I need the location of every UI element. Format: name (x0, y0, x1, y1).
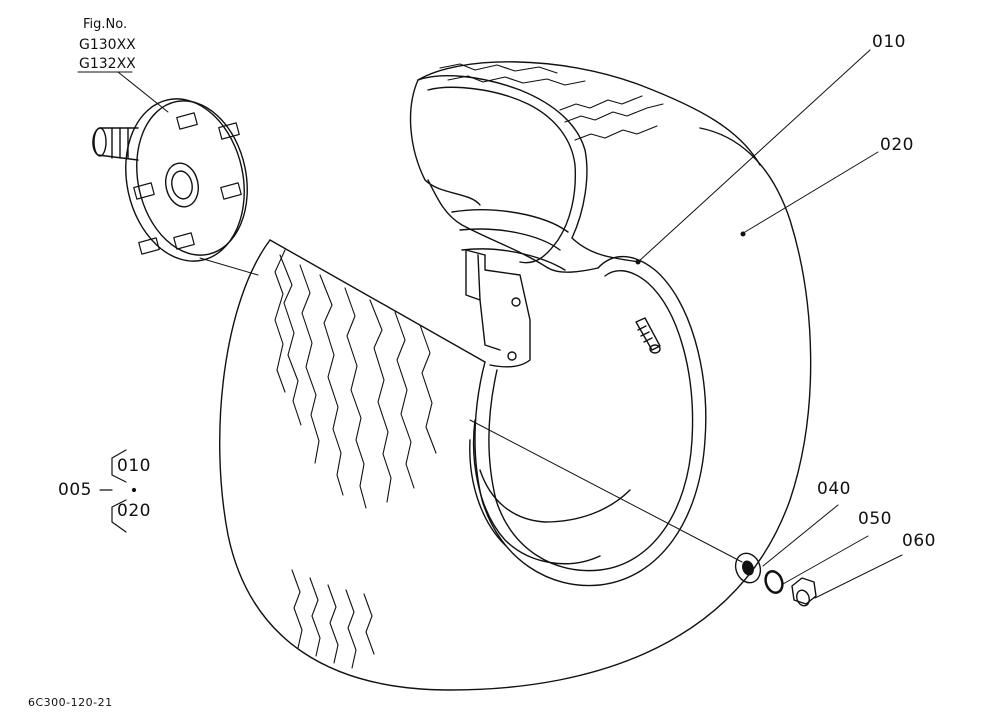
tread-pattern-bottom (291, 569, 375, 669)
callout-washer: 040 (817, 479, 851, 499)
leader-lines (77, 49, 903, 599)
callout-nut: 060 (902, 531, 936, 551)
tire-drawing (219, 61, 812, 691)
figure-reference-code-2: G132XX (79, 56, 136, 72)
hub-drawing (92, 98, 248, 262)
callout-tire: 020 (880, 135, 914, 155)
tread-pattern-top (439, 63, 664, 141)
nut-drawing (791, 577, 817, 607)
tread-pattern-front (274, 249, 437, 509)
assembly-member-1: 010 (117, 456, 151, 476)
assembly-member-2: 020 (117, 501, 151, 521)
rim-drawing (465, 249, 707, 587)
callout-lock-washer: 050 (858, 509, 892, 529)
lock-washer-drawing (764, 570, 784, 594)
drawing-number: 6C300-120-21 (28, 696, 113, 709)
figure-reference-title: Fig.No. (83, 17, 128, 32)
assembly-group-number: 005 (58, 480, 92, 500)
assembly-axis-lines (199, 257, 743, 563)
assembly-group-bracket (99, 449, 137, 533)
washer-drawing (734, 552, 762, 584)
callout-rim: 010 (872, 32, 906, 52)
figure-reference-code-1: G130XX (79, 37, 136, 53)
